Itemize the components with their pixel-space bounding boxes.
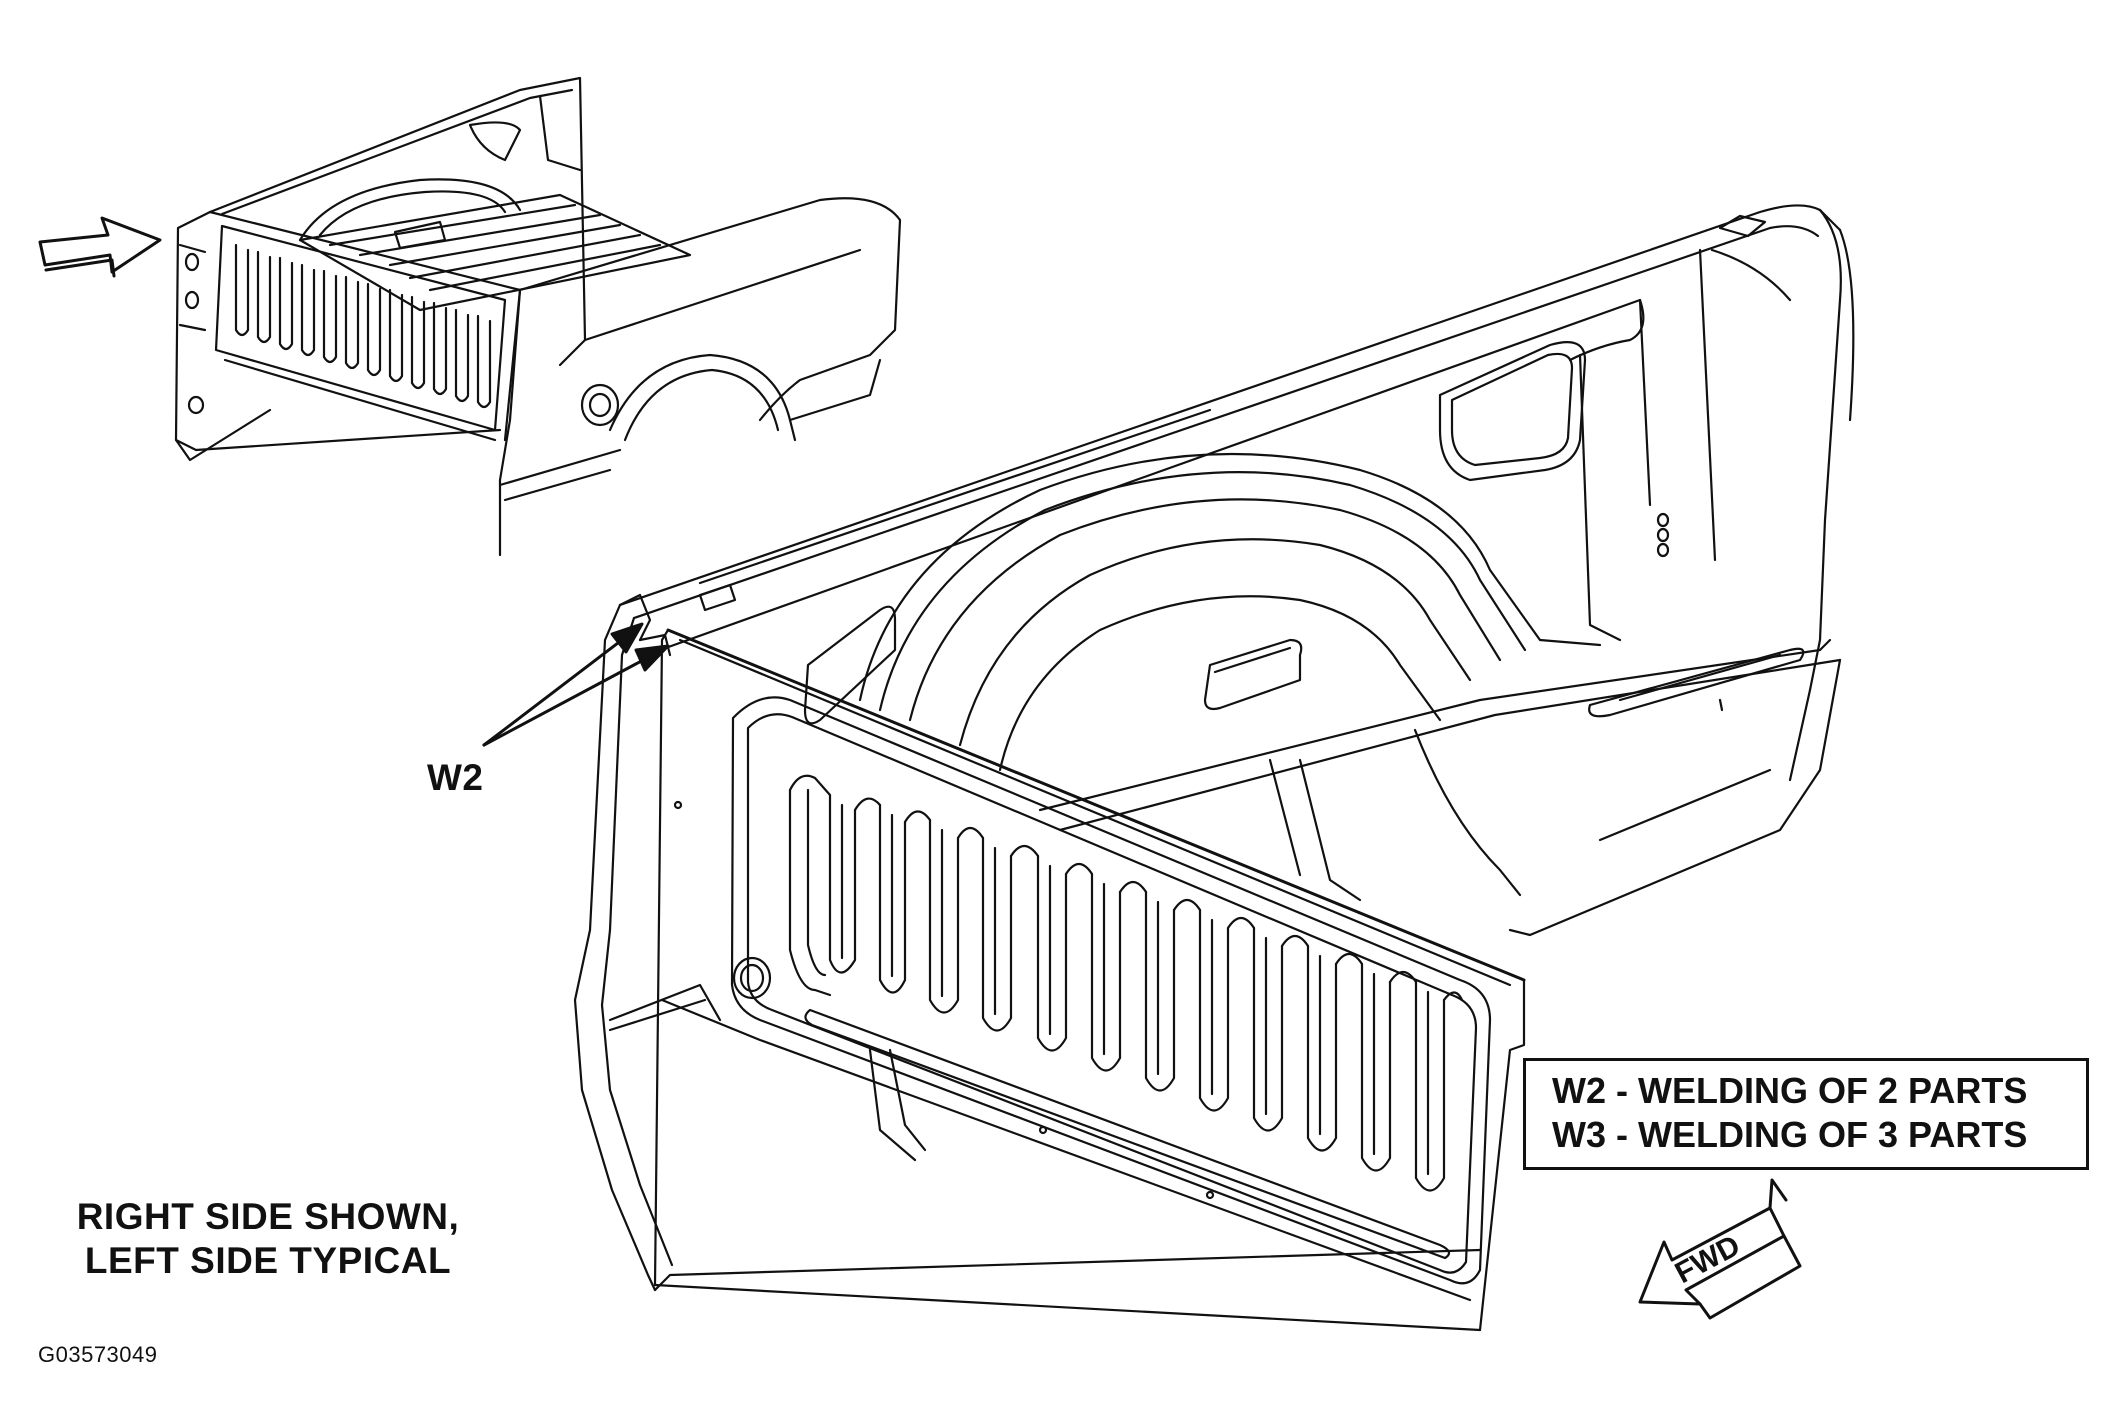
right-arrow-icon	[40, 218, 160, 276]
side-note-line1: RIGHT SIDE SHOWN,	[76, 1196, 460, 1237]
figure-id: G03573049	[38, 1342, 158, 1367]
fwd-label: FWD	[1670, 1229, 1746, 1290]
legend-w2: W2 - WELDING OF 2 PARTS	[1552, 1070, 2028, 1111]
weld-legend: W2 - WELDING OF 2 PARTS W3 - WELDING OF …	[1523, 1058, 2089, 1170]
overview-truck-bed	[176, 78, 900, 555]
w2-leader-arrows	[484, 624, 668, 745]
w2-weld-callout: W2	[427, 757, 484, 798]
legend-w3: W3 - WELDING OF 3 PARTS	[1552, 1114, 2028, 1155]
side-note-line2: LEFT SIDE TYPICAL	[84, 1240, 452, 1281]
detail-truck-bed	[575, 205, 1853, 1330]
fwd-arrow-icon: FWD	[1640, 1180, 1800, 1318]
side-note: RIGHT SIDE SHOWN, LEFT SIDE TYPICAL	[58, 1195, 478, 1283]
tailgate-ribs	[790, 776, 1462, 1191]
tailgate-outline	[668, 630, 1524, 1330]
overview-tailgate-ribs	[236, 245, 490, 407]
